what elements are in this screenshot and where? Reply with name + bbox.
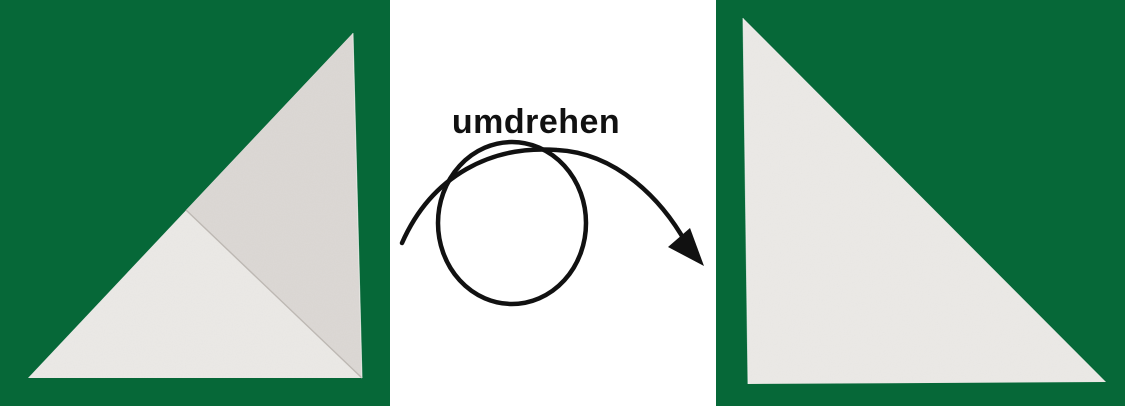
flipped-paper-illustration bbox=[716, 0, 1125, 406]
photo-after-flip bbox=[716, 0, 1125, 406]
flip-over-arrow-icon bbox=[392, 95, 714, 325]
paper-triangle bbox=[743, 18, 1106, 384]
flip-instruction: umdrehen bbox=[392, 95, 714, 325]
folded-paper-illustration bbox=[0, 0, 390, 406]
photo-before-flip bbox=[0, 0, 390, 406]
